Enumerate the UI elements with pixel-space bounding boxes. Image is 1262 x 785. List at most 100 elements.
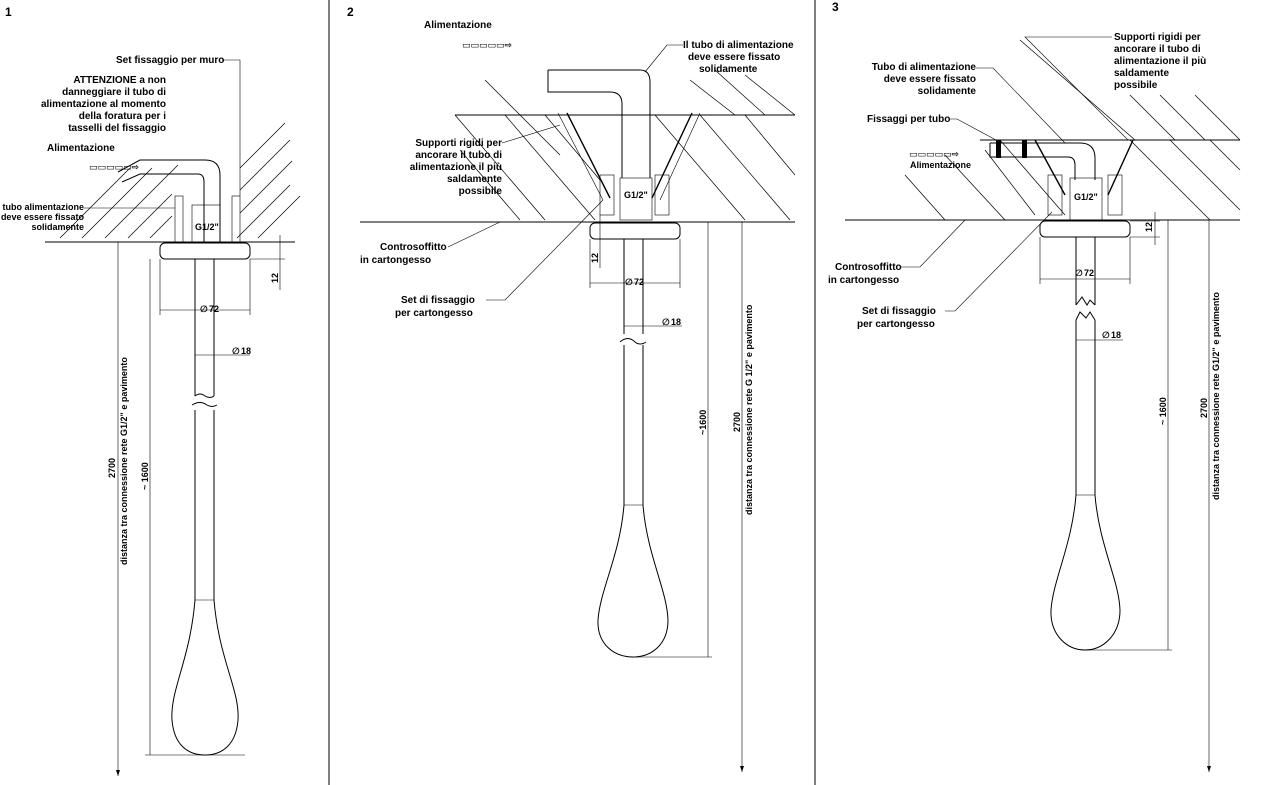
svg-text:Il tubo di alimentazione: Il tubo di alimentazione [683, 40, 794, 51]
svg-text:saldamente: saldamente [1114, 68, 1169, 79]
svg-text:Tubo di alimentazione: Tubo di alimentazione [872, 62, 977, 73]
panel-2: 2 Alimentazione ▭▭▭▭▭⇨ [347, 5, 796, 772]
svg-text:alimentazione il più: alimentazione il più [1114, 56, 1206, 67]
panel-1-warning: ATTENZIONE a non danneggiare il tubo di … [41, 75, 166, 134]
svg-text:∅: ∅ [1102, 330, 1110, 340]
panel-3: 3 ▭▭▭▭▭⇨ G1/2" [828, 0, 1241, 772]
panel-3-dim-2700: 2700 [1199, 398, 1209, 418]
svg-text:∅: ∅ [662, 317, 670, 327]
panel-3-slab-hatch [904, 39, 1241, 221]
panel-1: 1 ▭▭▭▭▭⇨ G1/2" [0, 5, 301, 776]
panel-3-kit-label: Set di fissaggio per cartongesso [857, 306, 936, 330]
panel-2-dim-12: 12 [590, 253, 600, 263]
panel-3-support-left [1034, 139, 1066, 196]
svg-text:possibile: possibile [459, 186, 503, 197]
svg-text:della foratura per i: della foratura per i [79, 111, 166, 122]
panel-1-pipe-note: Il tubo alimentazione deve essere fissat… [0, 202, 84, 232]
panel-3-connector [1069, 177, 1103, 221]
svg-text:possibile: possibile [1114, 80, 1158, 91]
svg-text:tasselli del fissaggio: tasselli del fissaggio [68, 123, 166, 134]
panel-2-thread: G1/2" [624, 190, 648, 200]
svg-text:Controsoffitto: Controsoffitto [380, 242, 447, 253]
svg-text:Controsoffitto: Controsoffitto [835, 262, 902, 273]
panel-1-wall-hatch [59, 122, 301, 239]
svg-text:deve essere fissato: deve essere fissato [688, 52, 780, 63]
panel-2-supply-pipe [548, 69, 651, 178]
panel-2-dim-2700-note: distanza tra connessione rete G 1/2" e p… [744, 304, 754, 515]
svg-text:ancorare il tubo di: ancorare il tubo di [1114, 44, 1201, 55]
panel-3-dim-72-value: 72 [1084, 268, 1094, 278]
svg-text:Set di fissaggio: Set di fissaggio [862, 306, 936, 317]
panel-2-dim-1600: ~1600 [698, 410, 708, 435]
svg-text:in cartongesso: in cartongesso [360, 255, 431, 266]
panel-2-ceiling-label: Controsoffitto in cartongesso [360, 242, 447, 266]
panel-2-dim-18-value: 18 [671, 317, 681, 327]
panel-3-shower-head [1050, 494, 1121, 651]
svg-text:solidamente: solidamente [918, 86, 977, 97]
panel-2-number: 2 [347, 5, 354, 19]
panel-1-ceiling-plate [159, 242, 251, 260]
svg-text:deve essere fissato: deve essere fissato [1, 212, 85, 222]
panel-2-support-left [566, 112, 611, 199]
svg-text:Set di fissaggio: Set di fissaggio [401, 295, 475, 306]
panel-2-anchor-right [654, 174, 670, 216]
panel-1-supply-pipe [117, 159, 221, 242]
panel-3-pipe-note: Tubo di alimentazione deve essere fissat… [872, 62, 977, 97]
svg-text:∅: ∅ [625, 277, 633, 287]
svg-text:▭▭▭▭▭⇨: ▭▭▭▭▭⇨ [909, 149, 960, 159]
panel-1-thread: G1/2" [195, 222, 219, 232]
panel-2-ceiling-plate [589, 222, 681, 240]
panel-2-slab-hatch [454, 69, 796, 221]
panel-3-pipe-clamp-2 [1022, 140, 1027, 158]
panel-3-supply-label: Alimentazione [910, 160, 971, 170]
svg-text:▭▭▭▭▭⇨: ▭▭▭▭▭⇨ [89, 162, 140, 172]
panel-3-supply-pipe [990, 142, 1096, 180]
svg-text:ATTENZIONE a non: ATTENZIONE a non [73, 75, 166, 86]
panel-2-dim-72-value: 72 [634, 277, 644, 287]
panel-3-supports-label: Supporti rigidi per ancorare il tubo di … [1114, 32, 1206, 91]
panel-1-dim-12: 12 [270, 273, 280, 283]
panel-1-dim-1600: ~ 1600 [140, 462, 150, 490]
panel-1-dim-18-symbol: ∅ [232, 346, 240, 356]
svg-text:alimentazione il più: alimentazione il più [410, 162, 502, 173]
panel-2-support-right [651, 112, 693, 199]
panel-3-clamps-label: Fissaggi per tubo [867, 114, 950, 125]
panel-2-supply-label: Alimentazione [424, 20, 492, 31]
svg-text:deve essere fissato: deve essere fissato [884, 74, 976, 85]
svg-text:solidamente: solidamente [31, 222, 84, 232]
panel-1-number: 1 [5, 5, 12, 19]
panel-1-supply-label: Alimentazione [47, 143, 115, 154]
panel-2-connector [619, 177, 653, 221]
svg-text:alimentazione al momento: alimentazione al momento [41, 99, 166, 110]
panel-3-dim-1600: ~ 1600 [1158, 397, 1168, 425]
panel-2-pipe-note: Il tubo di alimentazione deve essere fis… [683, 40, 794, 75]
panel-3-pipe-clamp-1 [996, 140, 1001, 158]
panel-2-shower-head [597, 504, 669, 658]
svg-text:Supporti rigidi per: Supporti rigidi per [415, 138, 502, 149]
panel-2-supports-label: Supporti rigidi per ancorare il tubo di … [410, 138, 503, 197]
panel-3-anchor-left [1047, 174, 1063, 216]
svg-text:▭▭▭▭▭⇨: ▭▭▭▭▭⇨ [462, 40, 513, 50]
panel-3-number: 3 [832, 0, 839, 14]
panel-1-dim-2700-note: distanza tra connessione rete G1/2" e pa… [119, 357, 129, 565]
panel-3-dim-12: 12 [1144, 222, 1154, 232]
panel-1-wall-plug-right [231, 195, 241, 243]
panel-1-wall-kit-label: Set fissaggio per muro [116, 55, 224, 66]
svg-text:per cartongesso: per cartongesso [857, 319, 935, 330]
panel-3-dim-18-value: 18 [1111, 330, 1121, 340]
panel-3-ceiling-label: Controsoffitto in cartongesso [828, 262, 902, 286]
svg-text:ancorare il tubo di: ancorare il tubo di [415, 150, 502, 161]
panel-1-connector [191, 204, 221, 243]
svg-text:∅: ∅ [1075, 268, 1083, 278]
panel-1-shower-head [171, 599, 239, 756]
svg-text:solidamente: solidamente [699, 64, 758, 75]
panel-3-support-right [1107, 139, 1134, 196]
panel-1-dim-2700: 2700 [107, 458, 117, 478]
panel-2-dim-2700: 2700 [732, 412, 742, 432]
panel-1-wall-plug-left [174, 195, 184, 243]
svg-text:danneggiare il tubo di: danneggiare il tubo di [62, 87, 166, 98]
panel-1-dim-72-value: 72 [209, 304, 219, 314]
panel-1-dim-72-symbol: ∅ [200, 304, 208, 314]
